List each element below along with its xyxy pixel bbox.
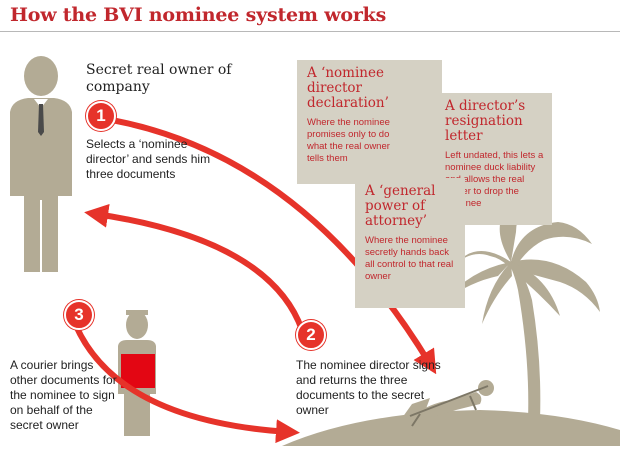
step-2-badge: 2 bbox=[296, 320, 326, 350]
card-title: A ‘general power of attorney’ bbox=[365, 183, 436, 229]
card-title: A director’s resignation letter bbox=[445, 98, 526, 144]
card-power-of-attorney: A ‘general power of attorney’ Where the … bbox=[355, 178, 465, 308]
step-3-text: A courier brings other documents for the… bbox=[10, 358, 117, 432]
secret-owner-figure bbox=[10, 56, 72, 272]
title-divider bbox=[0, 31, 620, 32]
card-resignation-letter: A director’s resignation letter Left und… bbox=[435, 93, 552, 225]
step-1-text: Selects a ‘nominee director’ and sends h… bbox=[86, 137, 211, 181]
step-3-badge: 3 bbox=[64, 300, 94, 330]
owner-label: Secret real owner of company bbox=[86, 62, 232, 95]
page-title: How the BVI nominee system works bbox=[10, 4, 387, 26]
arrow-step1-to-nominee bbox=[97, 115, 437, 375]
arrow-step3-to-nominee bbox=[69, 313, 300, 444]
card-body: Where the nominee secretly hands back al… bbox=[365, 235, 454, 282]
reclining-person-icon bbox=[402, 380, 494, 427]
card-body: Where the nominee promises only to do wh… bbox=[307, 117, 390, 164]
step-1-badge: 1 bbox=[86, 101, 116, 131]
card-title: A ‘nominee director declaration’ bbox=[307, 65, 389, 111]
arrow-step2-to-owner bbox=[84, 203, 305, 333]
beach-palm-icon bbox=[282, 194, 620, 446]
step-2-text: The nominee director signs and returns t… bbox=[296, 358, 441, 417]
card-nominee-declaration: A ‘nominee director declaration’ Where t… bbox=[297, 60, 442, 184]
